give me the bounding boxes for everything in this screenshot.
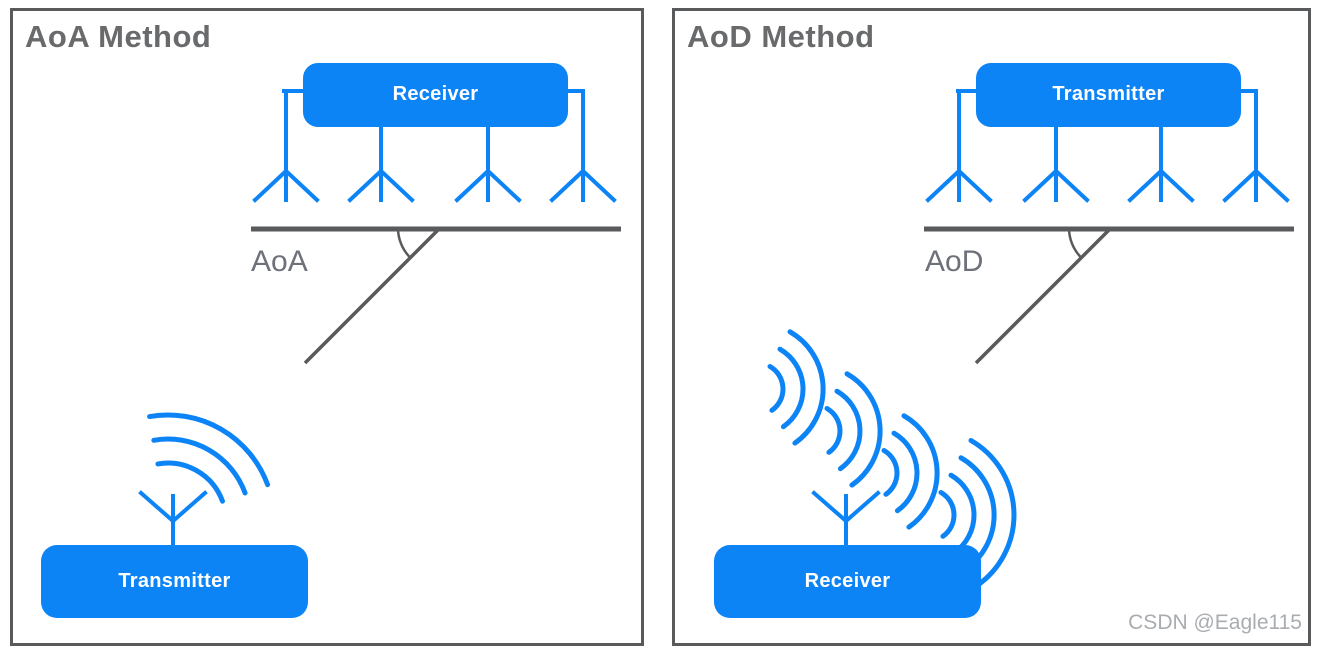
transmitter-label: Transmitter [1052, 82, 1165, 105]
single-antenna-icon [138, 490, 208, 547]
single-antenna-lines [138, 490, 208, 547]
beam-arc [777, 346, 806, 430]
signal-ray-line [303, 226, 442, 365]
beam-arc [891, 430, 920, 514]
signal-waves-icon [147, 412, 271, 504]
array-mast-lines [284, 89, 585, 202]
transmitter-label: Transmitter [118, 570, 231, 592]
transmitter-box [976, 63, 1241, 127]
aod-diagram-canvas [714, 63, 1294, 618]
beam-arc [844, 371, 883, 488]
array-mast-lines [957, 89, 1258, 202]
beam-fan-3 [881, 413, 940, 530]
beam-arc [834, 388, 863, 472]
beam-arc [948, 472, 977, 556]
beam-arc [787, 329, 826, 446]
angle-arc [1067, 227, 1083, 259]
aoa-angle-label: AoA [251, 245, 308, 278]
array-dipole-arms [925, 168, 1290, 203]
receiver-label: Receiver [804, 570, 891, 592]
aoa-title: AoA Method [25, 19, 212, 54]
beam-arc [968, 438, 1017, 588]
angle-arc [396, 227, 412, 259]
antenna-array-icon [252, 89, 617, 203]
aoa-panel: AoA Method Receiver AoA Transmitter [10, 8, 644, 646]
beam-fan-1 [767, 329, 826, 446]
signal-ray-line [974, 226, 1113, 365]
beam-fan-2 [824, 371, 883, 488]
aod-title: AoD Method [687, 19, 875, 54]
single-antenna-lines [811, 490, 881, 547]
array-dipole-arms [252, 168, 617, 203]
wave-arc-inner [155, 460, 225, 504]
wave-arc-outer [147, 412, 271, 488]
beam-arc [824, 406, 843, 455]
beam-arc [881, 448, 900, 497]
beam-arc [767, 364, 786, 413]
watermark-text: CSDN @Eagle115 [1128, 611, 1302, 634]
beam-arc [901, 413, 940, 530]
wave-arc-middle [151, 436, 248, 496]
single-antenna-icon [811, 490, 881, 547]
beam-arc [938, 490, 957, 539]
receiver-box [303, 63, 568, 127]
aod-angle-label: AoD [925, 245, 984, 278]
aod-panel: AoD Method Transmitter AoD Receiver CSDN… [672, 8, 1311, 646]
antenna-array-icon [925, 89, 1290, 203]
receiver-label: Receiver [392, 82, 479, 105]
receiver-box [714, 545, 981, 618]
aoa-diagram-canvas [41, 63, 621, 618]
transmitter-box [41, 545, 308, 618]
